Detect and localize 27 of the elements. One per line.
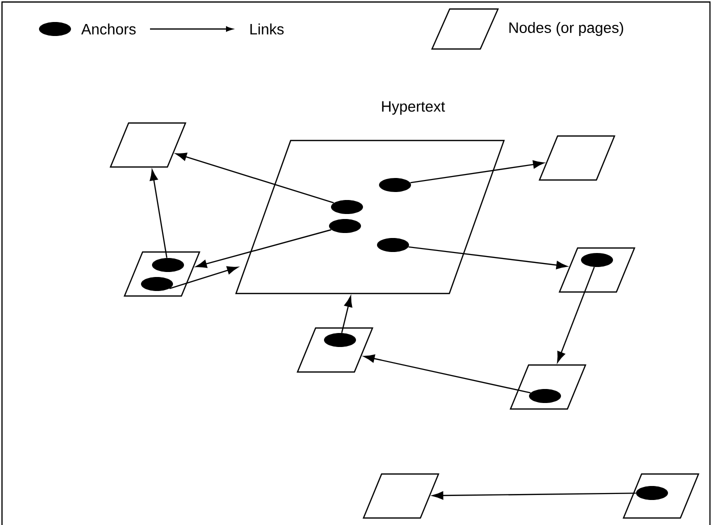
legend-label: Links [250, 24, 284, 34]
link-arrow [364, 354, 531, 394]
page-parallelogram [362, 473, 440, 519]
link-arrow [150, 170, 168, 258]
link-arrow [196, 229, 332, 268]
anchor-ellipse [636, 486, 668, 500]
anchor-ellipse [331, 200, 363, 214]
link-arrow [408, 246, 568, 270]
link-arrow [176, 152, 334, 204]
anchor-ellipse [324, 333, 356, 347]
legend-label: Anchors [81, 24, 136, 34]
link-arrow [557, 266, 595, 363]
anchor-ellipse [141, 277, 173, 291]
link-arrow [341, 296, 352, 333]
anchor-ellipse [377, 238, 409, 252]
anchor-ellipse [529, 389, 561, 403]
link-arrow [432, 491, 636, 500]
anchor-ellipse [581, 253, 613, 267]
page-parallelogram [538, 135, 616, 181]
page-parallelogram [110, 122, 186, 168]
anchor-ellipse [152, 258, 184, 272]
page-title: Hypertext [382, 101, 445, 115]
anchor-ellipse [329, 219, 361, 233]
link-arrow [410, 160, 544, 184]
legend-label: Nodes (or pages) [509, 22, 624, 36]
link-arrow [169, 266, 238, 290]
anchor-ellipse [379, 178, 411, 192]
